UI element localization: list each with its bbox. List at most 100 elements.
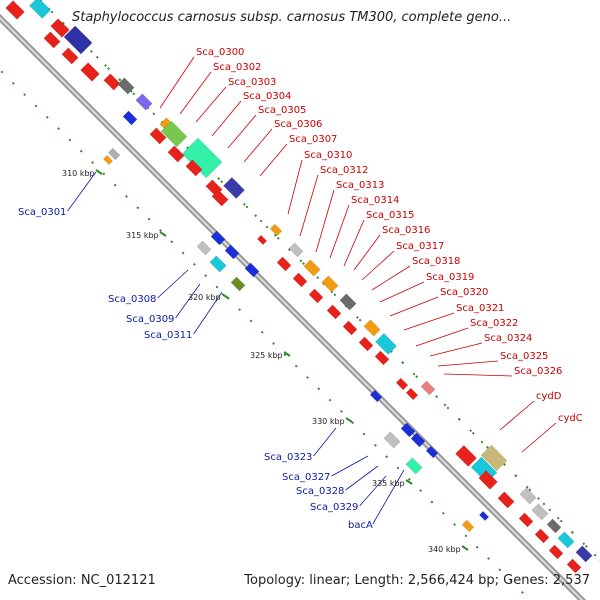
gene-block-24 [256,234,268,246]
callout-line-Sca_0306 [243,128,273,163]
gene-label-Sca_0326: Sca_0326 [514,366,562,377]
callout-line-Sca_0324 [429,342,483,357]
gene-label-Sca_0319: Sca_0319 [426,272,474,283]
tick-mark-4 [283,351,291,357]
gene-block-5 [43,31,61,49]
gene-label-Sca_0304: Sca_0304 [243,91,291,102]
gene-block-65 [575,545,593,563]
tick-mark-6 [405,479,413,485]
gene-block-66 [566,558,582,574]
gene-block-34 [363,319,381,337]
gene-label-Sca_0311: Sca_0311 [144,330,192,341]
gene-label-Sca_0321: Sca_0321 [456,303,504,314]
gene-label-Sca_0300: Sca_0300 [196,47,244,58]
callout-line-Sca_0325 [437,360,499,367]
gene-label-Sca_0309: Sca_0309 [126,314,174,325]
gene-block-2 [5,0,25,20]
gene-block-67 [461,519,475,533]
gene-block-49 [400,422,416,438]
callout-line-Sca_0322 [415,327,469,347]
gene-block-46 [405,387,419,401]
gene-block-32 [339,293,357,311]
gene-label-Sca_0310: Sca_0310 [304,150,352,161]
gene-label-Sca_0323: Sca_0323 [264,452,312,463]
gene-block-62 [546,518,562,534]
gene-block-19 [223,177,245,199]
gene-block-50 [410,432,426,448]
gene-block-3 [50,18,70,38]
gene-block-6 [61,47,79,65]
tick-mark-2 [159,231,167,237]
gene-label-Sca_0307: Sca_0307 [289,134,337,145]
gene-block-35 [358,336,374,352]
callout-line-Sca_0326 [443,373,513,377]
gene-block-1 [29,0,51,19]
gene-label-Sca_0325: Sca_0325 [500,351,548,362]
callout-line-bacA [372,469,405,525]
gene-label-Sca_0328: Sca_0328 [296,486,344,497]
tick-label-4: 325 kbp [250,351,283,360]
gene-block-28 [303,259,321,277]
callout-line-Sca_0302 [179,71,212,115]
gene-block-25 [288,242,304,258]
gene-block-44 [420,380,436,396]
gene-block-13 [160,120,188,148]
callout-line-Sca_0318 [371,265,411,291]
gene-block-10 [135,93,153,111]
gene-block-39 [210,230,226,246]
gene-block-7 [80,62,100,82]
gene-block-38 [196,240,212,256]
gene-block-42 [230,276,246,292]
gene-block-8 [103,73,121,91]
gene-block-29 [308,288,324,304]
gene-label-Sca_0303: Sca_0303 [228,77,276,88]
gene-block-56 [478,470,498,490]
gene-label-cydD: cydD [536,391,562,402]
gene-label-Sca_0320: Sca_0320 [440,287,488,298]
gene-block-43 [244,262,260,278]
tick-mark-5 [345,417,353,423]
gene-label-bacA: bacA [348,520,373,531]
gene-block-41 [209,255,227,273]
callout-line-Sca_0311 [193,291,223,335]
gene-block-15 [149,127,167,145]
gene-block-17 [185,159,203,177]
tick-label-5: 330 kbp [312,417,345,426]
callout-line-Sca_0328 [345,465,379,491]
callout-line-cydC [521,422,557,453]
gene-block-16 [167,145,185,163]
gene-block-27 [292,272,308,288]
gene-block-33 [342,320,358,336]
gene-block-26 [276,256,292,272]
gene-label-Sca_0324: Sca_0324 [484,333,532,344]
gene-block-57 [497,491,515,509]
gene-block-61 [534,528,550,544]
gene-block-48 [383,431,401,449]
gene-block-63 [557,531,575,549]
gene-label-callouts: Sca_0300Sca_0302Sca_0303Sca_0304Sca_0305… [18,47,583,531]
callout-line-Sca_0310 [287,159,303,215]
gene-label-Sca_0308: Sca_0308 [108,294,156,305]
callout-line-Sca_0321 [403,312,455,331]
callout-line-Sca_0320 [389,296,439,317]
gene-block-60 [531,503,549,521]
tick-label-7: 340 kbp [428,545,461,554]
gene-label-Sca_0301: Sca_0301 [18,207,66,218]
callout-line-Sca_0307 [259,143,288,177]
callout-line-Sca_0317 [361,250,395,281]
gene-block-36 [375,333,397,355]
gene-block-31 [326,304,342,320]
gene-label-Sca_0327: Sca_0327 [282,472,330,483]
gene-label-Sca_0316: Sca_0316 [382,225,430,236]
gene-block-45 [395,377,409,391]
gene-label-cydC: cydC [558,413,583,424]
callout-line-Sca_0313 [315,189,335,253]
gene-label-Sca_0315: Sca_0315 [366,210,414,221]
gene-block-51 [425,445,439,459]
callout-line-Sca_0312 [299,174,319,237]
gene-block-55 [480,444,508,472]
gene-block-23 [269,223,283,237]
